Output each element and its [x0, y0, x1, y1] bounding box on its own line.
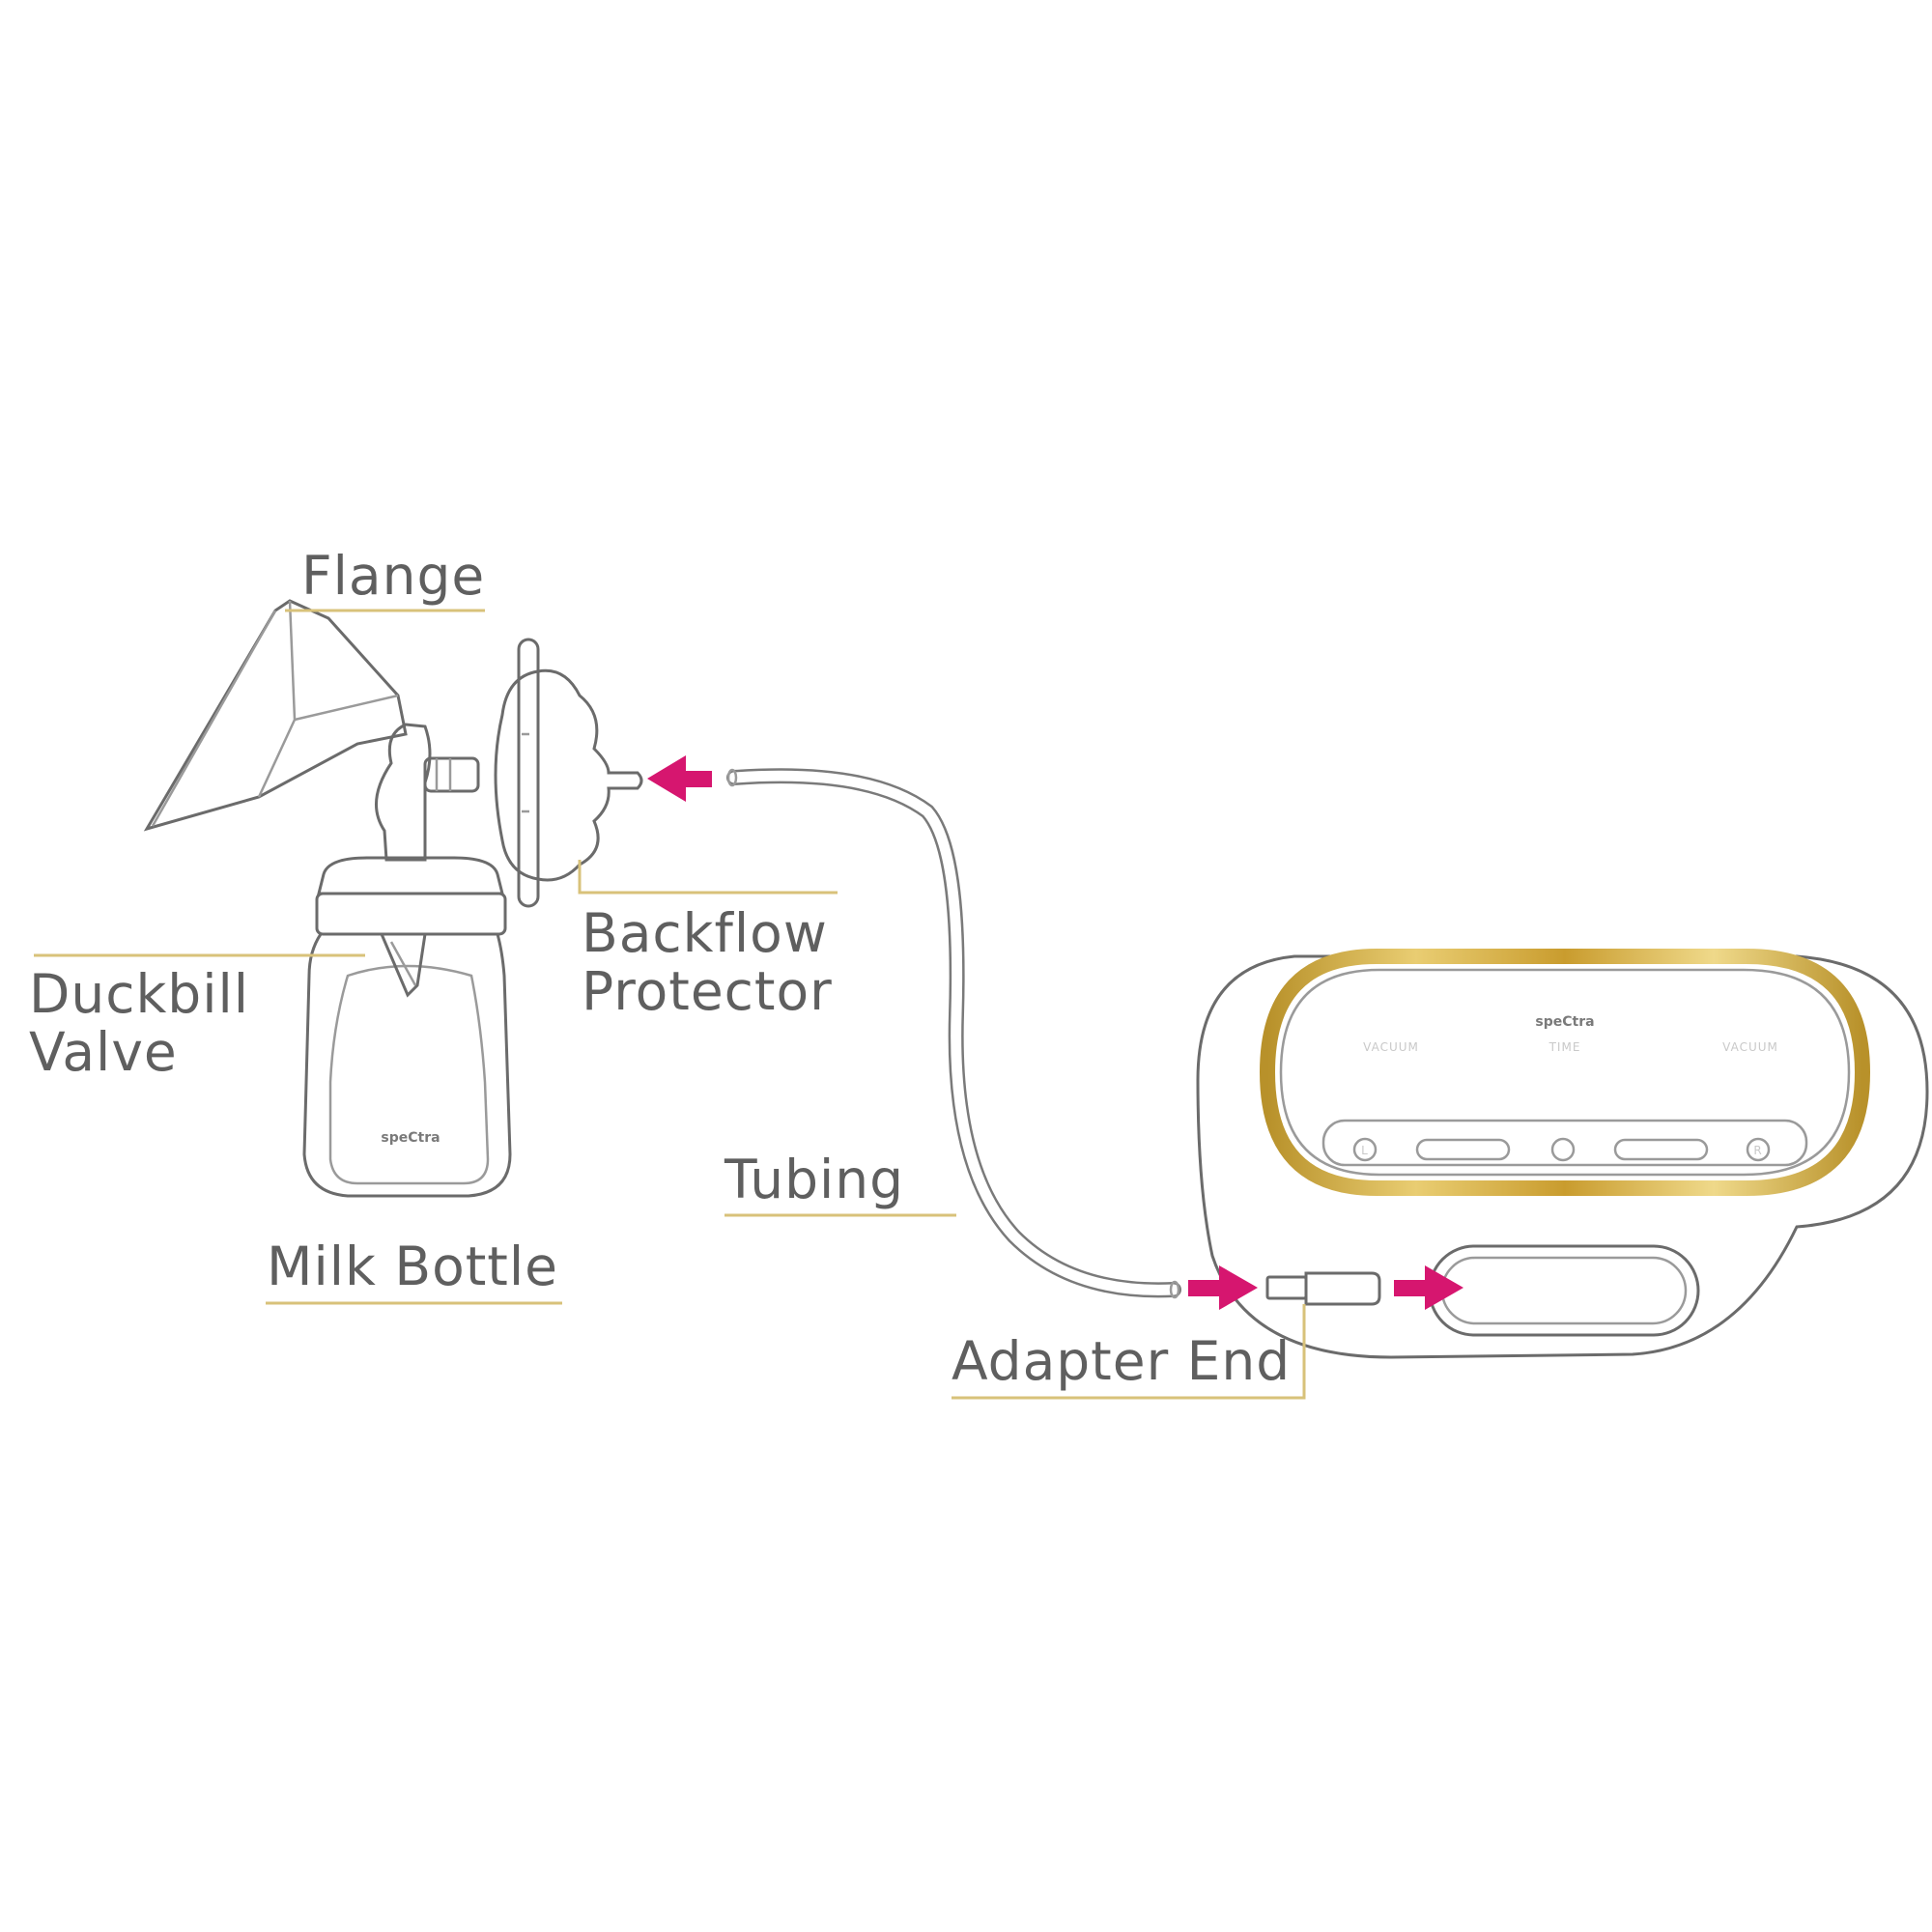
left-button-label: L — [1361, 1144, 1369, 1157]
flange-part — [143, 599, 408, 832]
left-vacuum-control — [1415, 1138, 1511, 1161]
right-button-label: R — [1753, 1144, 1762, 1157]
panel-label-right: VACUUM — [1722, 1040, 1778, 1054]
duckbill-valve-part — [380, 933, 427, 998]
device-brand-logo: speCtra — [1535, 1014, 1594, 1030]
tubing-part — [726, 768, 1181, 1299]
center-mode-icon — [1550, 1137, 1576, 1162]
label-duckbill-line1: Duckbill — [29, 963, 249, 1025]
label-flange: Flange — [301, 545, 485, 607]
label-duckbill-line2: Valve — [29, 1021, 178, 1083]
adapter-part — [1265, 1271, 1381, 1306]
pump-device: speCtra VACUUM TIME VACUUM L R — [1196, 949, 1929, 1359]
milk-bottle-part: speCtra — [302, 856, 512, 1198]
panel-label-mid: TIME — [1548, 1040, 1581, 1054]
arrow-to-adapter-icon — [1188, 1265, 1258, 1310]
connector-body — [375, 723, 480, 862]
label-milk-bottle: Milk Bottle — [267, 1236, 558, 1297]
right-button-icon — [1746, 1137, 1771, 1162]
label-backflow-line2: Protector — [582, 960, 833, 1022]
label-adapter-end: Adapter End — [952, 1330, 1291, 1392]
arrow-to-port-icon — [1394, 1265, 1463, 1310]
right-vacuum-control — [1613, 1138, 1709, 1161]
arrow-to-backflow-icon — [647, 755, 712, 802]
panel-label-left: VACUUM — [1363, 1040, 1419, 1054]
left-button-icon — [1352, 1137, 1378, 1162]
backflow-protector-part — [494, 638, 643, 908]
label-backflow-line1: Backflow — [582, 902, 828, 964]
bottle-brand-logo: speCtra — [381, 1130, 440, 1146]
leader-lines — [34, 609, 1306, 1400]
tubing-port — [1428, 1244, 1700, 1337]
label-tubing: Tubing — [724, 1149, 904, 1210]
